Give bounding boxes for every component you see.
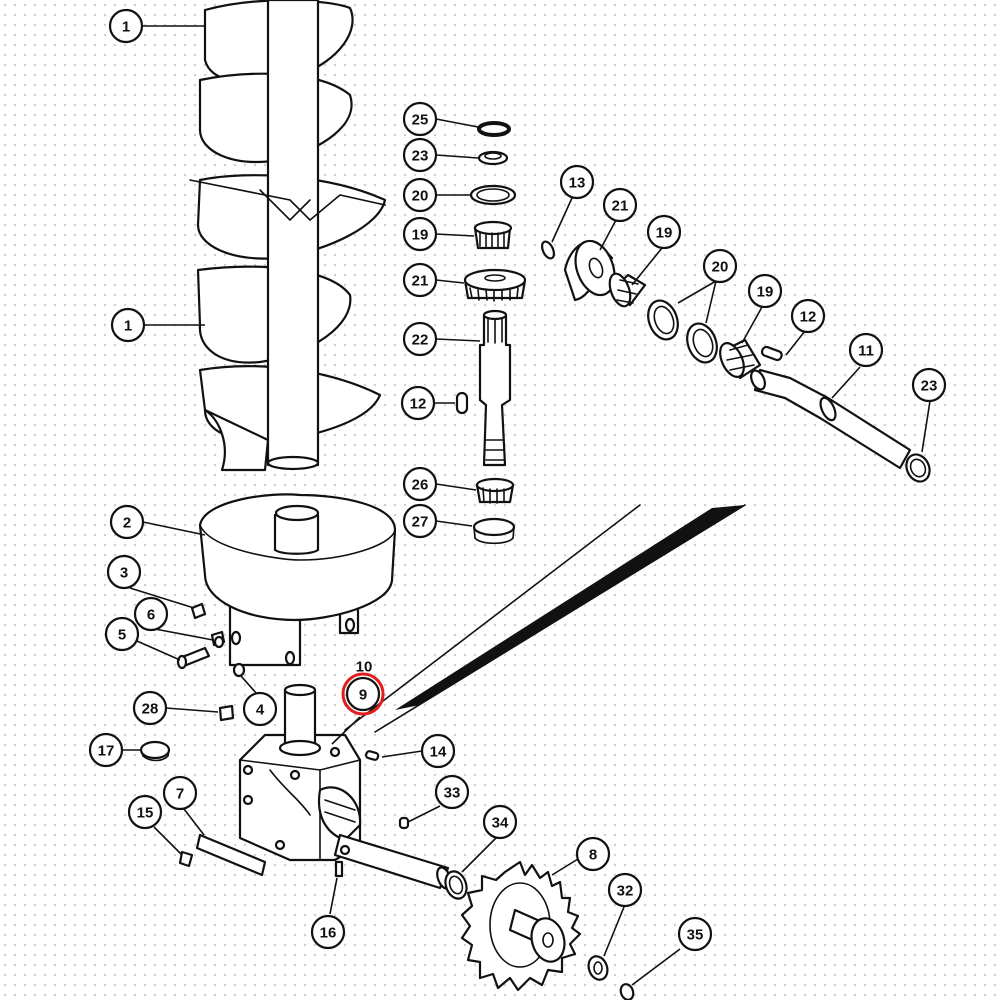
callout-3: 3 — [106, 554, 142, 590]
horizontal-shaft-group — [540, 239, 931, 483]
callout-label: 33 — [444, 785, 461, 802]
callout-label: 7 — [176, 786, 184, 803]
callout-label: 19 — [757, 284, 774, 301]
callout-label: 25 — [412, 112, 429, 129]
callout-34: 34 — [482, 804, 518, 840]
callout-label: 23 — [412, 148, 429, 165]
callout-label: 35 — [687, 927, 704, 944]
callout-14: 14 — [420, 733, 456, 769]
leader-lines — [122, 25, 931, 986]
callout-label: 6 — [147, 607, 155, 624]
callout-16: 16 — [310, 914, 346, 950]
bar-and-pin — [178, 833, 267, 877]
callout-25: 25 — [402, 101, 438, 137]
highlight-ring — [341, 672, 385, 716]
callout-label: 14 — [430, 744, 447, 761]
callout-17: 17 — [88, 732, 124, 768]
callout-12-stack: 12 — [400, 385, 436, 421]
callout-label: 8 — [589, 847, 597, 864]
detail-pointer-lines — [344, 504, 746, 733]
callout-32: 32 — [607, 872, 643, 908]
callout-label: 12 — [410, 396, 427, 413]
callout-27: 27 — [402, 503, 438, 539]
callout-label: 12 — [800, 309, 817, 326]
callout-label: 1 — [122, 19, 130, 36]
callout-10: 10 — [356, 659, 373, 676]
callout-2: 2 — [109, 504, 145, 540]
callout-12-horizontal: 12 — [790, 298, 826, 334]
callout-21-horizontal: 21 — [602, 187, 638, 223]
callout-label: 3 — [120, 565, 128, 582]
callout-15: 15 — [127, 794, 163, 830]
callout-19-horizontal-a: 19 — [646, 214, 682, 250]
callout-label: 21 — [612, 198, 629, 215]
callout-22: 22 — [402, 321, 438, 357]
callout-label: 20 — [712, 259, 729, 276]
fasteners — [139, 602, 246, 762]
callout-9: 9 — [341, 672, 385, 716]
callout-4: 4 — [242, 691, 278, 727]
callout-8: 8 — [575, 836, 611, 872]
callout-19-horizontal-b: 19 — [747, 273, 783, 309]
callout-label: 26 — [412, 477, 429, 494]
callout-20-stack: 20 — [402, 177, 438, 213]
callout-label: 4 — [256, 702, 265, 719]
callout-label: 17 — [98, 743, 115, 760]
sprocket-group — [444, 860, 635, 1000]
callout-label: 13 — [569, 175, 586, 192]
callout-13: 13 — [559, 164, 595, 200]
callout-label: 16 — [320, 925, 337, 942]
callout-label: 22 — [412, 332, 429, 349]
callout-26: 26 — [402, 466, 438, 502]
callout-label: 1 — [124, 318, 132, 335]
callout-label: 23 — [921, 378, 938, 395]
callout-label: 11 — [858, 343, 874, 360]
callout-label: 9 — [359, 687, 367, 704]
callout-label: 32 — [617, 883, 634, 900]
callout-5: 5 — [104, 616, 140, 652]
vertical-shaft-stack — [455, 121, 527, 545]
callout-label: 28 — [142, 701, 159, 718]
callout-33: 33 — [434, 774, 470, 810]
callout-1-top: 1 — [108, 8, 144, 44]
callout-label: 19 — [656, 225, 673, 242]
callout-11: 11 — [848, 332, 884, 368]
callout-label: 5 — [118, 627, 126, 644]
callout-21-stack: 21 — [402, 262, 438, 298]
callout-label: 27 — [412, 514, 429, 531]
callout-28: 28 — [132, 690, 168, 726]
callout-23-stack: 23 — [402, 137, 438, 173]
callout-1-mid: 1 — [110, 307, 146, 343]
callout-6: 6 — [133, 596, 169, 632]
callout-20-horizontal: 20 — [702, 248, 738, 284]
callout-label: 21 — [412, 273, 429, 290]
callout-label: 15 — [137, 805, 154, 822]
callout-label: 10 — [356, 659, 373, 676]
callout-19-stack: 19 — [402, 216, 438, 252]
callout-label: 19 — [412, 227, 429, 244]
callout-35: 35 — [677, 916, 713, 952]
auger-part — [189, 0, 387, 472]
callout-23-horizontal: 23 — [911, 367, 947, 403]
callout-label: 20 — [412, 188, 429, 205]
callout-label: 2 — [123, 515, 131, 532]
callout-7: 7 — [162, 775, 198, 811]
callout-label: 34 — [492, 815, 509, 832]
hood-part — [198, 493, 397, 667]
